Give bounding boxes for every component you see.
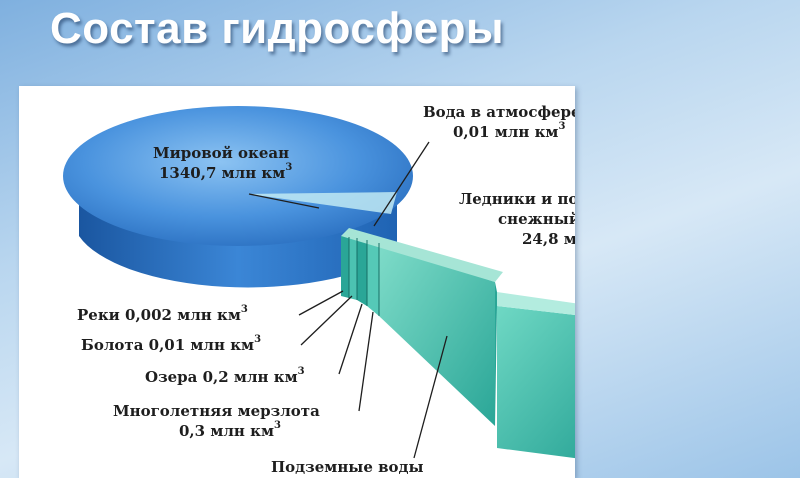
ocean-disc xyxy=(63,106,413,288)
slice-rivers xyxy=(341,236,349,298)
leader-rivers xyxy=(298,290,344,316)
slide-title: Состав гидросферы xyxy=(50,4,505,53)
glacier-front xyxy=(497,306,575,459)
label-lakes: Озера 0,2 млн км3 xyxy=(145,366,305,386)
leader-atmosphere xyxy=(373,141,430,227)
chart-labels: Мировой океан 1340,7 млн км3 Вода в атмо… xyxy=(77,103,575,476)
leader-ocean xyxy=(248,193,320,209)
label-swamps: Болота 0,01 млн км3 xyxy=(81,334,261,354)
slice-permafrost xyxy=(367,240,379,316)
label-ocean-name: Мировой океан xyxy=(153,144,289,162)
hydrosphere-chart: Мировой океан 1340,7 млн км3 Вода в атмо… xyxy=(63,103,575,476)
leader-lines xyxy=(248,141,448,459)
leader-lakes xyxy=(338,303,363,375)
label-atmosphere-name: Вода в атмосфере xyxy=(423,103,575,121)
label-glacier-value: 24,8 млн км3 xyxy=(522,228,575,248)
label-permafrost-line1: Многолетняя мерзлота xyxy=(113,402,320,420)
ocean-cut-wedge xyxy=(249,192,397,214)
chart-panel: Мировой океан 1340,7 млн км3 Вода в атмо… xyxy=(19,86,575,478)
label-glacier-line1: Ледники и постоянный xyxy=(459,190,575,208)
label-atmosphere-value: 0,01 млн км3 xyxy=(453,121,565,141)
label-rivers: Реки 0,002 млн км3 xyxy=(77,304,248,324)
leader-permafrost xyxy=(358,311,374,412)
slice-ground-top xyxy=(341,228,503,282)
leader-ground xyxy=(413,335,448,459)
slice-lakes xyxy=(357,238,367,306)
glacier-link xyxy=(495,282,497,426)
leader-swamps xyxy=(300,295,353,346)
label-ground: Подземные воды xyxy=(271,458,424,476)
label-glacier-line2: снежный покров xyxy=(498,210,575,228)
glacier-top xyxy=(497,292,575,316)
slice-swamps xyxy=(349,237,357,300)
label-permafrost-value: 0,3 млн км3 xyxy=(179,420,281,440)
slice-segments xyxy=(341,228,575,459)
label-ocean-value: 1340,7 млн км3 xyxy=(159,162,292,182)
ocean-top xyxy=(63,106,413,246)
slice-ground xyxy=(379,243,495,426)
